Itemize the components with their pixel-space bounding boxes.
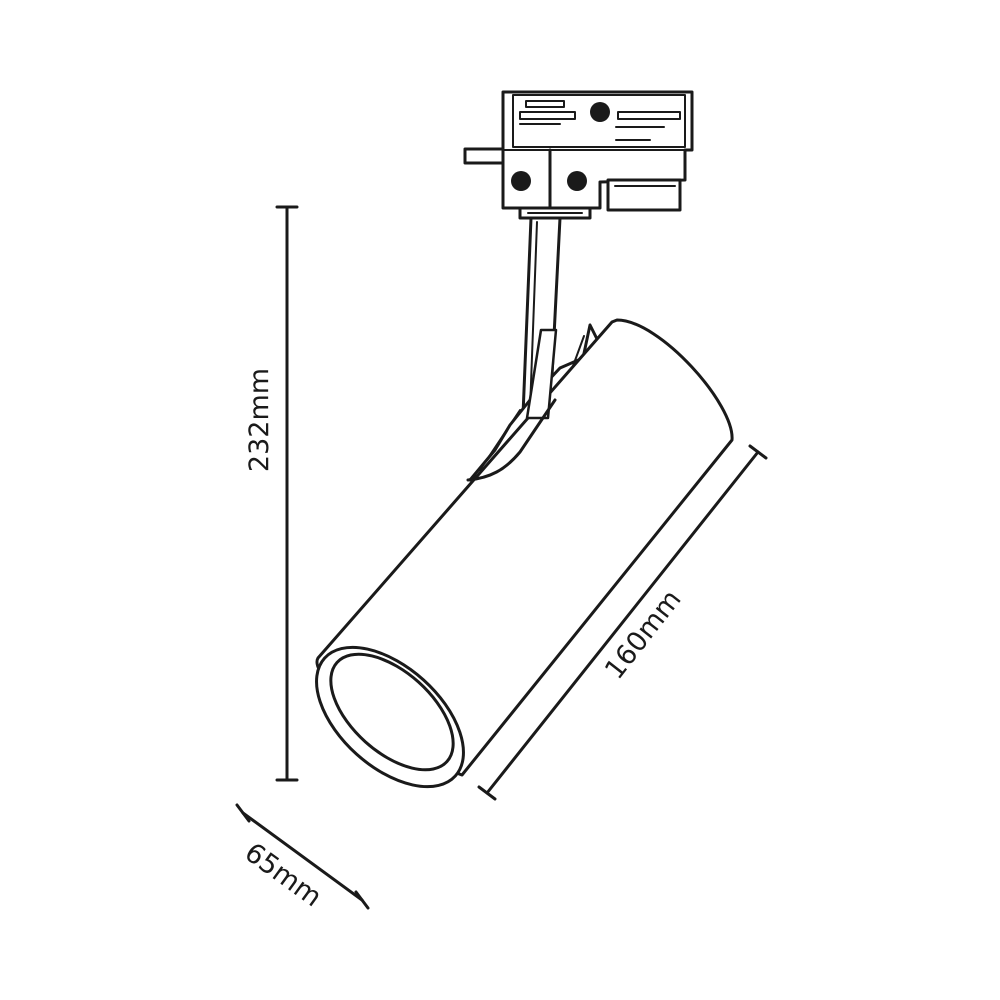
adapter-side-tab	[463, 147, 505, 165]
height-dimension: 232mm	[244, 205, 299, 782]
screw-icon	[567, 171, 587, 191]
spotlight-cylinder	[315, 318, 734, 789]
diameter-label: 65mm	[239, 837, 328, 913]
screw-icon	[590, 102, 610, 122]
lens-opening-outer	[315, 645, 465, 789]
tube-slot	[466, 398, 557, 482]
dimension-tick	[748, 444, 768, 460]
dimension-tick	[354, 890, 370, 910]
lens-opening-inner	[329, 652, 455, 772]
height-label: 232mm	[244, 368, 275, 472]
dimension-tick	[235, 803, 251, 823]
screw-icon	[511, 171, 531, 191]
track-adapter	[463, 90, 694, 220]
length-dimension-line	[485, 450, 760, 795]
adapter-label-slot	[519, 111, 576, 120]
diameter-dimension: 65mm	[235, 803, 370, 913]
adapter-connector	[606, 178, 682, 212]
adapter-label-slot	[617, 111, 681, 120]
diameter-dimension-line	[241, 811, 364, 902]
dimension-tick	[477, 785, 497, 801]
adapter-panel	[512, 94, 686, 148]
adapter-label-slot	[525, 100, 565, 108]
